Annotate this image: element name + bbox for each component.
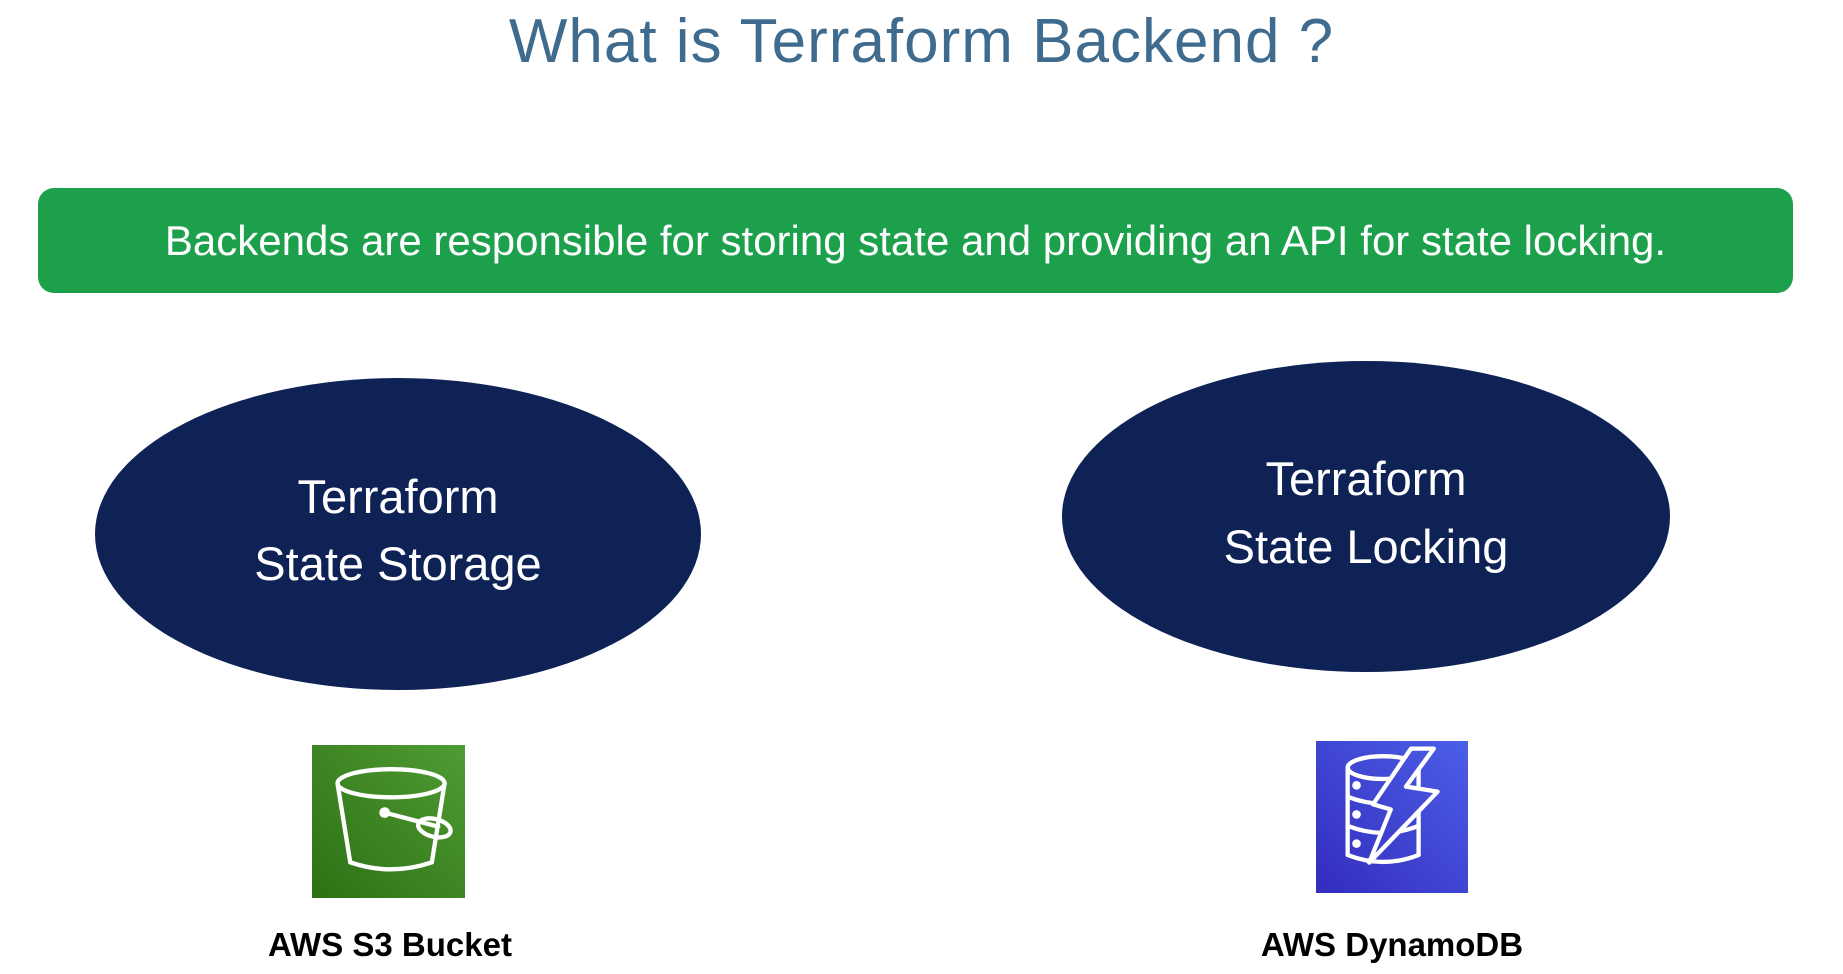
definition-banner: Backends are responsible for storing sta…: [38, 188, 1793, 293]
node-state-storage-line2: State Storage: [254, 537, 542, 590]
aws-s3-bucket-icon: [312, 745, 465, 898]
node-terraform-state-locking: Terraform State Locking: [1062, 361, 1670, 672]
node-terraform-state-storage: Terraform State Storage: [95, 378, 701, 690]
definition-banner-text: Backends are responsible for storing sta…: [164, 216, 1667, 264]
page-title: What is Terraform Backend ?: [508, 7, 1335, 76]
node-state-locking-line2: State Locking: [1223, 519, 1509, 573]
aws-dynamodb-icon: [1316, 741, 1468, 893]
aws-dynamodb-label: AWS DynamoDB: [1260, 926, 1524, 963]
aws-s3-bucket-label: AWS S3 Bucket: [268, 926, 512, 963]
node-state-storage-line1: Terraform: [297, 469, 499, 523]
node-state-locking-line1: Terraform: [1265, 452, 1467, 506]
